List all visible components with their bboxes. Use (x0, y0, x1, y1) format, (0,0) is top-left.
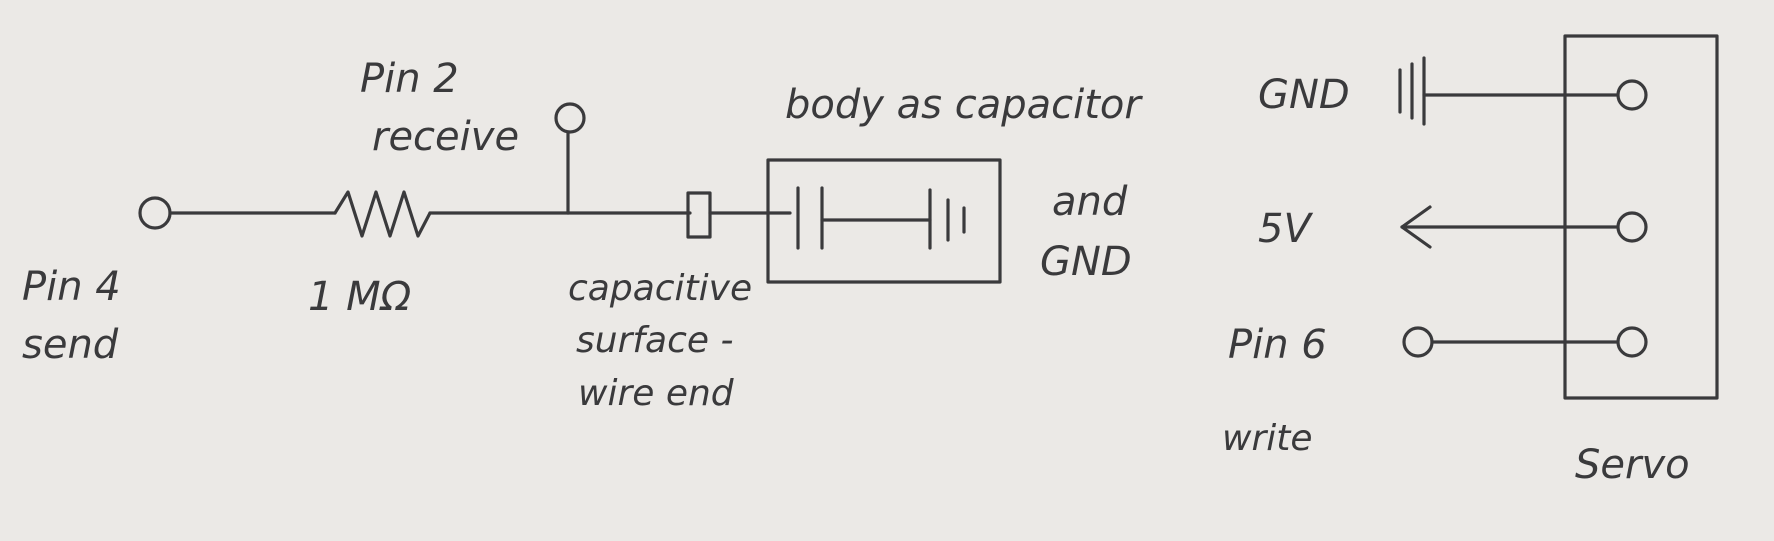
servo-body (1563, 34, 1719, 400)
servo-signal-pin (1616, 326, 1648, 358)
sensor-circuit: Pin 4 send Pin 2 receive 1 MΩ capacitive… (22, 56, 1143, 414)
resistor-symbol (333, 190, 432, 238)
resistor-value-label: 1 MΩ (308, 274, 412, 320)
body-and-label: and (1052, 179, 1128, 225)
body-capacitor-box (766, 158, 1002, 284)
servo-5v-pin (1616, 211, 1648, 243)
servo-gnd-pin (1616, 79, 1648, 111)
body-capacitor-label: body as capacitor (785, 82, 1143, 128)
pin2-terminal (554, 102, 586, 134)
servo-5v-arrow (1400, 205, 1432, 249)
servo-circuit: GND 5V Pin 6 write Servo (1222, 34, 1719, 488)
surface-label-line2: surface - (576, 320, 733, 361)
pin2-sub-label: receive (372, 114, 519, 160)
body-gnd-label: GND (1040, 239, 1132, 285)
pin2-label: Pin 2 (360, 56, 459, 102)
pin6-label: Pin 6 (1228, 322, 1327, 368)
servo-name-label: Servo (1575, 442, 1690, 488)
pin4-terminal (138, 196, 172, 230)
surface-label-line1: capacitive (568, 268, 752, 309)
capacitive-surface-block (686, 191, 712, 239)
surface-label-line3: wire end (578, 373, 735, 414)
pin4-sub-label: send (22, 322, 119, 368)
pin6-terminal (1402, 326, 1434, 358)
pin4-label: Pin 4 (22, 264, 121, 310)
servo-5v-label: 5V (1258, 206, 1313, 252)
pin6-sub-label: write (1222, 418, 1313, 459)
servo-gnd-label: GND (1258, 72, 1350, 118)
